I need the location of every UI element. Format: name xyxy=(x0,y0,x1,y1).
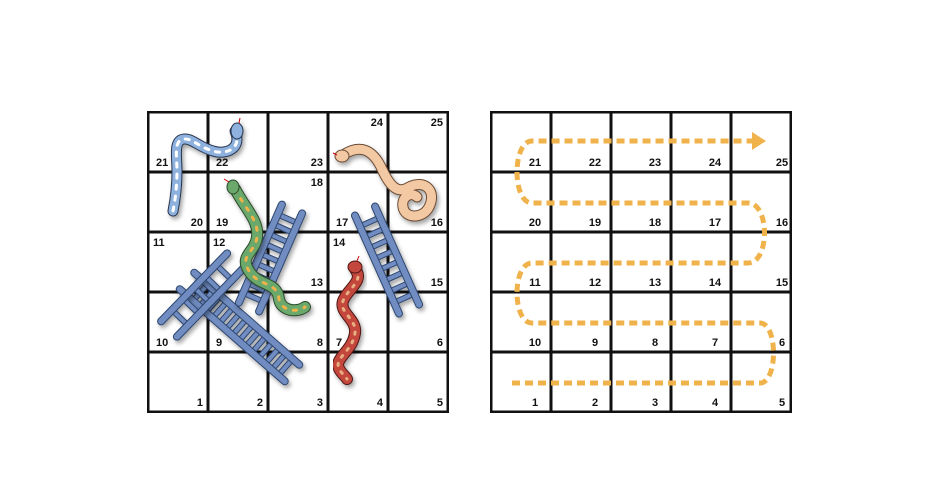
ladder-rail xyxy=(176,286,288,385)
cell-number: 6 xyxy=(779,337,785,349)
snake-peach xyxy=(332,143,437,222)
cell-number: 17 xyxy=(336,217,348,229)
cell-number: 19 xyxy=(216,217,228,229)
ladder-rail xyxy=(158,250,231,325)
cell-number: 18 xyxy=(649,217,661,229)
ladder-rail xyxy=(235,201,285,306)
cell-number: 4 xyxy=(377,397,384,409)
cell-number: 3 xyxy=(652,397,658,409)
cell-number: 21 xyxy=(156,157,168,169)
cell-number: 14 xyxy=(333,237,346,249)
snake-red xyxy=(332,255,364,385)
ladder-rail xyxy=(372,203,423,308)
cell-number: 2 xyxy=(257,397,263,409)
snake-blue xyxy=(167,117,244,217)
cell-number: 18 xyxy=(311,177,323,189)
cell-number: 24 xyxy=(371,117,384,129)
cell-number: 15 xyxy=(431,277,443,289)
cell-number: 25 xyxy=(776,157,788,169)
cell-number: 13 xyxy=(649,277,661,289)
snake-green xyxy=(223,178,311,317)
cell-number: 2 xyxy=(592,397,598,409)
cell-number: 14 xyxy=(709,277,722,289)
cell-number: 23 xyxy=(311,157,323,169)
cell-number: 12 xyxy=(589,277,601,289)
cell-number: 9 xyxy=(592,337,598,349)
cell-number: 20 xyxy=(529,217,541,229)
ladder-rail xyxy=(173,265,246,340)
cell-number: 8 xyxy=(652,337,658,349)
cell-number: 16 xyxy=(776,217,788,229)
cell-number: 22 xyxy=(589,157,601,169)
ladder-rail xyxy=(191,269,303,368)
ladder-right xyxy=(350,202,424,318)
serpentine-path xyxy=(512,138,776,386)
ladder-rail xyxy=(256,210,306,315)
cell-number: 10 xyxy=(529,337,541,349)
cell-number: 5 xyxy=(779,397,785,409)
cell-number: 7 xyxy=(712,337,718,349)
cell-number: 15 xyxy=(776,277,788,289)
cell-number: 12 xyxy=(213,237,225,249)
ladder-rail xyxy=(351,212,402,317)
cell-number: 16 xyxy=(431,217,443,229)
cell-number: 10 xyxy=(156,337,168,349)
cell-number: 24 xyxy=(709,157,722,169)
cell-number: 17 xyxy=(709,217,721,229)
grid-lines xyxy=(490,111,792,413)
cell-number: 9 xyxy=(216,337,222,349)
cell-number: 21 xyxy=(529,157,541,169)
cell-number: 5 xyxy=(437,397,443,409)
ladder-center xyxy=(234,200,307,316)
cell-number: 13 xyxy=(311,277,323,289)
cell-number: 11 xyxy=(153,237,165,249)
cell-number: 23 xyxy=(649,157,661,169)
cell-number: 8 xyxy=(317,337,323,349)
cell-number: 20 xyxy=(191,217,203,229)
ladder-short-cross xyxy=(157,249,247,341)
cell-number: 3 xyxy=(317,397,323,409)
cell-number: 25 xyxy=(431,117,443,129)
cell-number: 7 xyxy=(336,337,342,349)
cell-number: 6 xyxy=(437,337,443,349)
cell-number: 1 xyxy=(197,397,203,409)
path-arrowhead-icon xyxy=(752,132,766,150)
cell-number: 22 xyxy=(216,157,228,169)
cell-number: 1 xyxy=(532,397,538,409)
grid-lines xyxy=(147,111,449,413)
cell-number: 4 xyxy=(712,397,719,409)
cell-number: 19 xyxy=(589,217,601,229)
cell-number: 11 xyxy=(529,277,541,289)
